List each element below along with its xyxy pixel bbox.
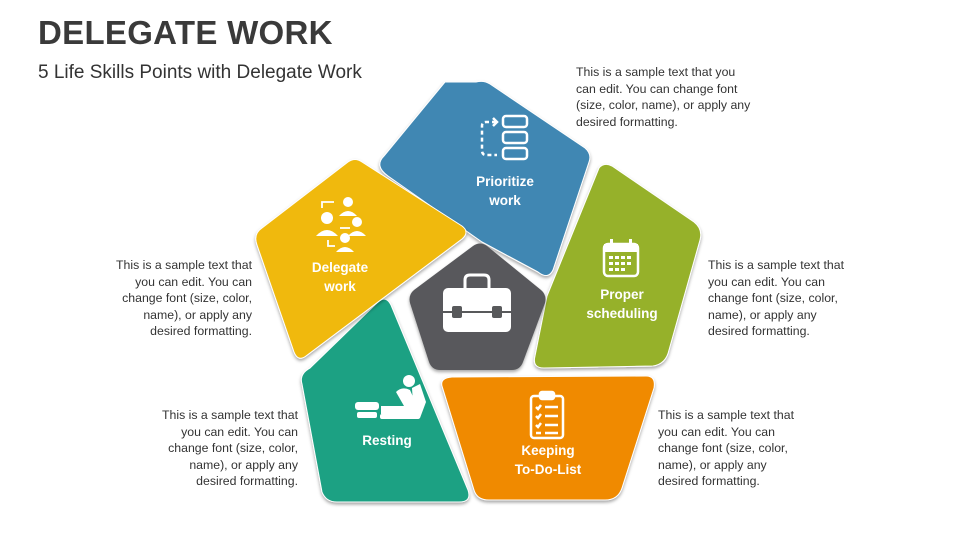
checklist-icon (529, 390, 565, 440)
segment-scheduling[interactable] (533, 163, 702, 369)
segment-delegate[interactable] (255, 159, 467, 359)
description-delegate: This is a sample text that you can edit.… (115, 258, 252, 338)
segment-prioritize[interactable] (379, 80, 591, 276)
description-todo: This is a sample text that you can edit.… (658, 408, 795, 488)
page-title: DELEGATE WORK (38, 14, 333, 51)
segment-resting[interactable] (300, 298, 470, 503)
page-subtitle: 5 Life Skills Points with Delegate Work (38, 62, 362, 83)
description-prioritize: This is a sample text that you can edit.… (576, 65, 751, 129)
briefcase-icon (443, 273, 511, 332)
description-resting: This is a sample text that you can edit.… (161, 408, 298, 488)
calendar-icon (602, 239, 640, 278)
description-scheduling: This is a sample text that you can edit.… (708, 258, 845, 338)
team-delegation-icon (316, 197, 366, 252)
segment-label-resting: Resting (362, 433, 412, 448)
flowchart-icon (480, 114, 529, 161)
recliner-icon (355, 375, 426, 419)
